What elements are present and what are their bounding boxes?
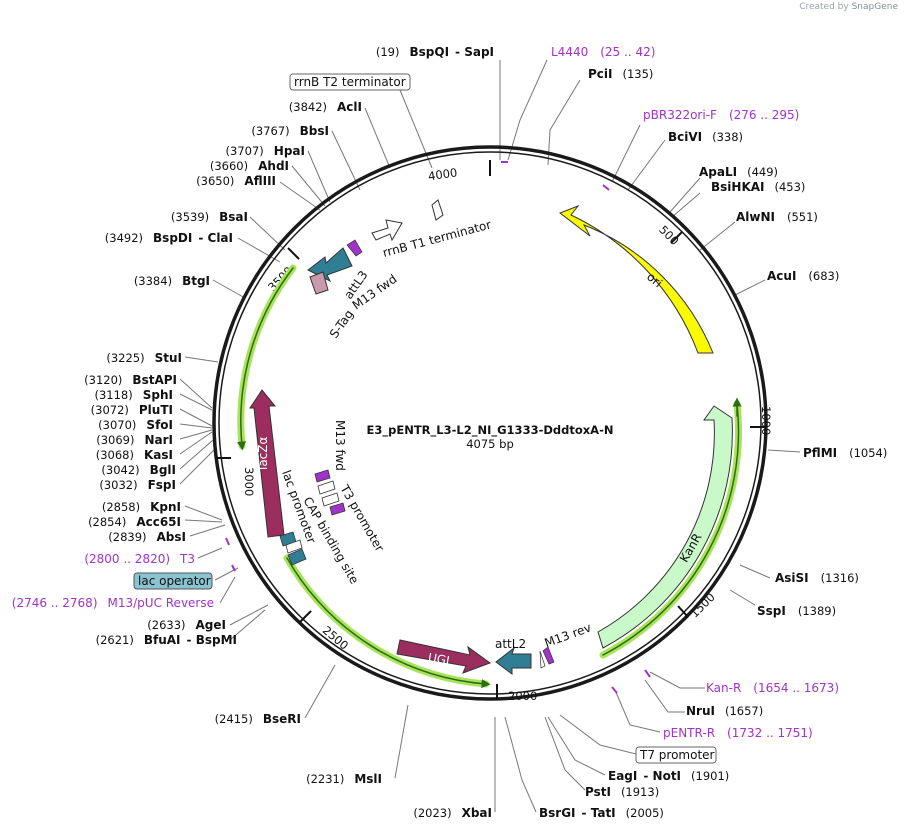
tick-label-1000: 1000 (759, 406, 773, 435)
site-psti[interactable]: PstI(1913) (585, 785, 659, 799)
site-l4440[interactable]: L4440(25 .. 42) (551, 45, 655, 59)
site-apali[interactable]: ApaLI(449) (699, 165, 778, 179)
site-fspi[interactable]: (3032)FspI (99, 478, 176, 492)
site-bcivi[interactable]: BciVI(338) (668, 130, 743, 144)
attl2-label: attL2 (495, 637, 526, 651)
site-agei[interactable]: (2633)AgeI (147, 618, 226, 632)
site-bsrgi-tati[interactable]: BsrGI- TatI(2005) (539, 806, 664, 820)
site-kan-r[interactable]: Kan-R(1654 .. 1673) (706, 681, 839, 695)
leader-lines (179, 59, 801, 813)
site-bseri[interactable]: (2415)BseRI (215, 712, 301, 726)
stag-label: S-Tag (327, 307, 356, 341)
ugi-label: UGI (427, 650, 451, 668)
site-alwni[interactable]: AlwNI(551) (736, 210, 818, 224)
site-bspqi-sapi[interactable]: (19)BspQI- SapI (376, 45, 494, 59)
site-sfoi[interactable]: (3070)SfoI (98, 418, 173, 432)
site-ahdi[interactable]: (3660)AhdI (210, 159, 289, 173)
ugi-feature[interactable]: UGI (396, 639, 492, 674)
plasmid-length: 4075 bp (466, 437, 514, 451)
site-bsihkai[interactable]: BsiHKAI(453) (711, 180, 805, 194)
site-stui[interactable]: (3225)StuI (106, 351, 182, 365)
rrnb-t1-feature[interactable]: rrnB T1 terminator (371, 199, 493, 260)
site-nari[interactable]: (3069)NarI (96, 433, 173, 447)
site-acui[interactable]: AcuI(683) (767, 269, 839, 283)
plasmid-name: E3_pENTR_L3-L2_NI_G1333-DddtoxA-N (367, 423, 614, 438)
rrnb-t2-box: rrnB T2 terminator (289, 73, 411, 91)
ori-feature[interactable]: ori (558, 204, 714, 354)
site-pbr322ori-f[interactable]: pBR322ori-F(276 .. 295) (643, 108, 799, 122)
site-asisi[interactable]: AsiSI(1316) (775, 571, 859, 585)
site-pluti[interactable]: (3072)PluTI (91, 403, 173, 417)
site-absi[interactable]: (2839)AbsI (108, 530, 186, 544)
site-pcii[interactable]: PciI(135) (588, 67, 653, 81)
m13-fwd-inner-label: M13 fwd (333, 420, 347, 471)
site-bgli[interactable]: (3042)BglI (101, 463, 176, 477)
tick-label-4000: 4000 (427, 165, 458, 183)
site-afliii[interactable]: (3650)AflIII (196, 174, 276, 188)
primer-marks (225, 161, 651, 694)
tick-label-2000: 2000 (508, 689, 537, 703)
snapgene-watermark: Created by SnapGene (799, 2, 898, 12)
site-bstapi[interactable]: (3120)BstAPI (84, 373, 177, 387)
lacza-feature[interactable]: lacZα (249, 389, 285, 538)
site-t3[interactable]: (2800 .. 2820)T3 (84, 552, 195, 566)
site-pentr-r[interactable]: pENTR-R(1732 .. 1751) (663, 726, 813, 740)
lac-operator-box: lac operator (133, 572, 213, 590)
site-acli[interactable]: (3842)AclI (289, 100, 362, 114)
attl2-feature[interactable]: attL2 (495, 637, 532, 675)
site-pflmi[interactable]: PflMI(1054) (803, 446, 887, 460)
site-kasi[interactable]: (3068)KasI (96, 448, 173, 462)
sites-right: L4440(25 .. 42) PciI(135) pBR322ori-F(27… (539, 45, 887, 820)
site-hpai[interactable]: (3707)HpaI (226, 144, 305, 158)
site-eagi-noti[interactable]: EagI- NotI(1901) (608, 769, 729, 783)
site-sspi[interactable]: SspI(1389) (757, 604, 836, 618)
site-kpni[interactable]: (2858)KpnI (102, 500, 181, 514)
backbone-inner (218, 151, 762, 695)
site-bspdi-clai[interactable]: (3492)BspDI- ClaI (105, 231, 233, 245)
site-sphi[interactable]: (3118)SphI (95, 388, 174, 402)
site-m13-puc-reverse[interactable]: (2746 .. 2768)M13/pUC Reverse (12, 596, 214, 610)
site-bfuai-bspmi[interactable]: (2621)BfuAI- BspMI (96, 633, 237, 647)
site-btgi[interactable]: (3384)BtgI (134, 274, 210, 288)
tick-label-1500: 1500 (687, 590, 718, 621)
t7-promoter-label: T7 promoter (639, 748, 715, 762)
lacza-label: lacZα (256, 436, 270, 470)
site-acc65i[interactable]: (2854)Acc65I (88, 515, 181, 529)
sites-left: (19)BspQI- SapI (3842)AclI (3767)BbsI (3… (12, 45, 494, 820)
site-msli[interactable]: (2231)MslI (306, 772, 382, 786)
m13-rev-feature[interactable]: M13 rev (539, 620, 593, 669)
highlight-arcs (237, 264, 743, 689)
site-bbsi[interactable]: (3767)BbsI (251, 124, 329, 138)
site-xbai[interactable]: (2023)XbaI (413, 806, 492, 820)
t7-promoter-box: T7 promoter (635, 746, 717, 764)
backbone-outer (212, 145, 768, 701)
tick-label-3000: 3000 (242, 467, 256, 496)
site-nrui[interactable]: NruI(1657) (686, 704, 763, 718)
rrnb-t2-label: rrnB T2 terminator (294, 75, 406, 89)
site-bsai[interactable]: (3539)BsaI (171, 210, 248, 224)
tick-label-500: 500 (656, 223, 681, 248)
m13-rev-label: M13 rev (543, 620, 593, 650)
tick-marks (215, 160, 766, 700)
lac-operator-label: lac operator (138, 574, 211, 588)
t3-promoter-label: T3 promoter (337, 482, 387, 554)
lac-region-features[interactable]: M13 fwd T3 promoter lac promoter CAP bin… (279, 420, 387, 586)
